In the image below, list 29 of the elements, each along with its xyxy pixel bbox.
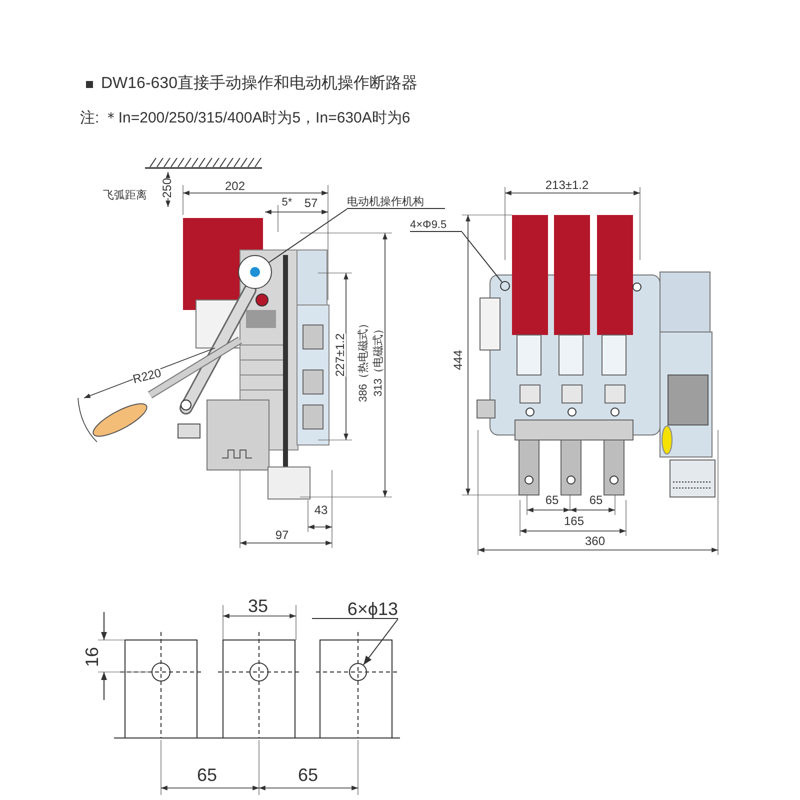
dimension-label: 360 (584, 535, 606, 547)
dimension-label: 202 (224, 180, 246, 192)
dimension-label: 97 (275, 529, 289, 541)
callout-label: 电动机操作机构 (347, 192, 445, 209)
title: DW16-630直接手动操作和电动机操作断路器 (101, 74, 418, 94)
dimension-label: 213±1.2 (545, 179, 589, 191)
leader-line (268, 208, 348, 263)
dimension-label: 165 (564, 515, 584, 527)
leader-line (462, 232, 502, 283)
callout-label: 6×ϕ13 (312, 597, 398, 619)
callout-label: 4×Φ9.5 (410, 215, 462, 232)
dimension-label: 57 (304, 197, 318, 209)
dimension-label: 飞弧距离 (103, 190, 147, 202)
dimension-label: 65 (589, 494, 603, 506)
dimension-label: 227±1.2 (334, 333, 346, 377)
dimension-label: 43 (314, 504, 328, 516)
dimension-label: 5* (282, 198, 292, 208)
dimension-label: R220 (132, 366, 162, 386)
leader-arrow (362, 618, 398, 666)
dimension-label: 35 (248, 597, 268, 615)
dimension-label: 65 (545, 494, 559, 506)
dimension-label: 65 (196, 766, 218, 784)
dimension-label: 16 (83, 646, 101, 668)
note-text: 注: ＊In=200/250/315/400A时为5，In=630A时为6 (80, 110, 410, 126)
dimension-label: 250 (161, 178, 173, 198)
dimension-label: 65 (298, 766, 318, 784)
dimension-label: 444 (452, 350, 464, 370)
mounting-hole (349, 663, 367, 681)
mounting-hole (500, 281, 510, 291)
